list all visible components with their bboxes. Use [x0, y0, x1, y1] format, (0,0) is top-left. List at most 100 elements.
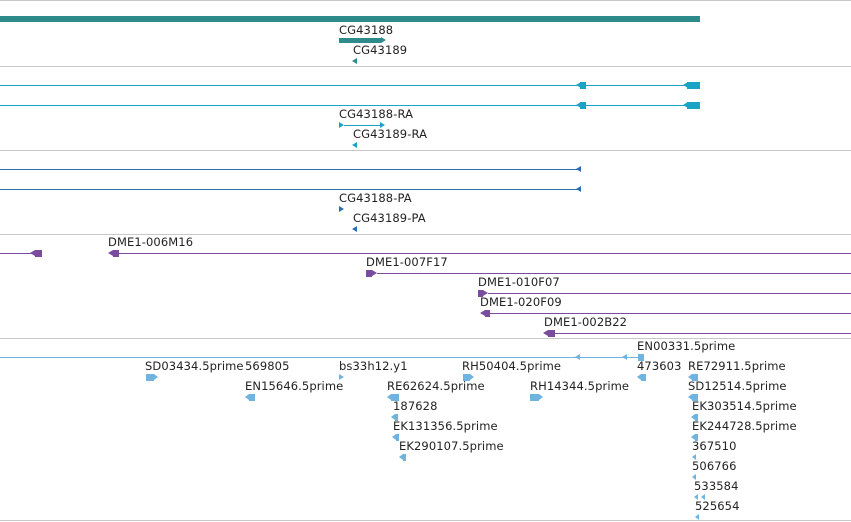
intron-line	[344, 125, 380, 126]
est-label[interactable]: EN15646.5prime	[245, 379, 344, 393]
est-label[interactable]: EK303514.5prime	[692, 399, 797, 413]
exon-block	[687, 82, 700, 89]
est-line[interactable]	[0, 357, 644, 358]
clone-line[interactable]	[0, 253, 38, 254]
arrow-right-icon	[372, 270, 377, 276]
est-label[interactable]: RE62624.5prime	[387, 379, 485, 393]
arrow-left-icon	[108, 250, 113, 256]
est-label[interactable]: bs33h12.y1	[339, 359, 408, 373]
est-label[interactable]: 187628	[393, 399, 438, 413]
protein-line[interactable]	[0, 189, 578, 190]
est-label[interactable]: EK290107.5prime	[399, 439, 504, 453]
arrow-left-icon	[387, 394, 391, 400]
arrow-left-icon	[575, 354, 580, 360]
est-label[interactable]: SD03434.5prime	[145, 359, 244, 373]
est-label[interactable]: SD12514.5prime	[688, 379, 787, 393]
clone-line[interactable]	[119, 253, 851, 254]
exon-block	[580, 82, 586, 89]
track-separator	[0, 150, 851, 151]
est-block	[695, 414, 698, 421]
clone-line[interactable]	[555, 333, 851, 334]
arrow-left-icon	[245, 394, 249, 400]
est-label[interactable]: 533584	[694, 479, 739, 493]
est-block	[692, 394, 698, 401]
est-block	[638, 354, 644, 361]
track-separator	[0, 234, 851, 235]
protein-line[interactable]	[0, 169, 578, 170]
est-block	[463, 374, 470, 381]
arrow-left-icon	[576, 82, 581, 88]
arrow-right-icon	[470, 374, 474, 380]
clone-label[interactable]: DME1-006M16	[108, 235, 194, 249]
arrow-left-icon	[688, 394, 692, 400]
clone-line[interactable]	[490, 313, 851, 314]
top-border	[0, 0, 851, 1]
clone-label[interactable]: DME1-020F09	[480, 295, 562, 309]
arrow-left-icon	[692, 474, 696, 480]
protein-label[interactable]: CG43188-PA	[339, 191, 412, 205]
est-label[interactable]: RH14344.5prime	[530, 379, 630, 393]
clone-label[interactable]: DME1-010F07	[478, 275, 560, 289]
transcript-label[interactable]: CG43188-RA	[339, 107, 414, 121]
arrow-right-icon	[483, 290, 488, 296]
est-block	[530, 394, 539, 401]
arrow-left-icon	[691, 414, 695, 420]
arrow-left-icon	[692, 454, 696, 460]
est-block	[396, 434, 399, 441]
est-label[interactable]: 569805	[245, 359, 290, 373]
clone-line[interactable]	[488, 293, 851, 294]
arrow-right-icon	[381, 37, 386, 43]
arrow-left-icon	[701, 494, 705, 500]
arrow-left-icon	[543, 330, 548, 336]
arrow-left-icon	[691, 434, 695, 440]
est-block	[146, 374, 154, 381]
est-label[interactable]: 473603	[637, 359, 682, 373]
est-block	[695, 434, 698, 441]
exon-block	[687, 102, 700, 109]
arrow-right-icon	[339, 122, 344, 128]
clone-end	[366, 270, 372, 277]
arrow-right-icon	[339, 374, 344, 380]
track-separator	[0, 66, 851, 67]
clone-end	[113, 250, 119, 257]
transcript-line[interactable]	[0, 105, 700, 106]
est-label[interactable]: 525654	[695, 499, 740, 513]
transcript-line[interactable]	[0, 85, 700, 86]
arrow-left-icon	[688, 374, 692, 380]
est-block	[641, 374, 646, 381]
est-label[interactable]: 506766	[692, 459, 737, 473]
arrow-left-icon	[622, 354, 627, 360]
est-label[interactable]: EK244728.5prime	[692, 419, 797, 433]
arrow-left-icon	[352, 142, 357, 148]
protein-label[interactable]: CG43189-PA	[353, 211, 426, 225]
exon-block	[580, 102, 586, 109]
gene-feature-bar[interactable]	[339, 38, 381, 43]
arrow-right-icon	[154, 374, 158, 380]
arrow-left-icon	[576, 102, 581, 108]
est-label[interactable]: RH50404.5prime	[462, 359, 562, 373]
est-block	[391, 394, 399, 401]
est-block	[403, 454, 406, 461]
clone-label[interactable]: DME1-007F17	[366, 255, 448, 269]
clone-end	[485, 310, 490, 317]
gene-feature-bar[interactable]	[0, 16, 700, 22]
arrow-left-icon	[352, 58, 357, 64]
arrow-left-icon	[480, 310, 485, 316]
arrow-left-icon	[399, 454, 403, 460]
est-label[interactable]: EN00331.5prime	[637, 339, 736, 353]
gene-label[interactable]: CG43189	[353, 43, 408, 57]
transcript-label[interactable]: CG43189-RA	[353, 127, 428, 141]
clone-end	[548, 330, 555, 337]
est-label[interactable]: 367510	[692, 439, 737, 453]
clone-line[interactable]	[377, 273, 851, 274]
arrow-left-icon	[576, 166, 581, 172]
clone-label[interactable]: DME1-002B22	[544, 315, 628, 329]
est-block	[692, 374, 698, 381]
arrow-right-icon	[380, 122, 385, 128]
gene-label[interactable]: CG43188	[339, 23, 394, 37]
track-separator	[0, 520, 851, 521]
est-block	[249, 394, 255, 401]
est-label[interactable]: EK131356.5prime	[393, 419, 498, 433]
est-label[interactable]: RE72911.5prime	[688, 359, 786, 373]
arrow-left-icon	[391, 414, 395, 420]
